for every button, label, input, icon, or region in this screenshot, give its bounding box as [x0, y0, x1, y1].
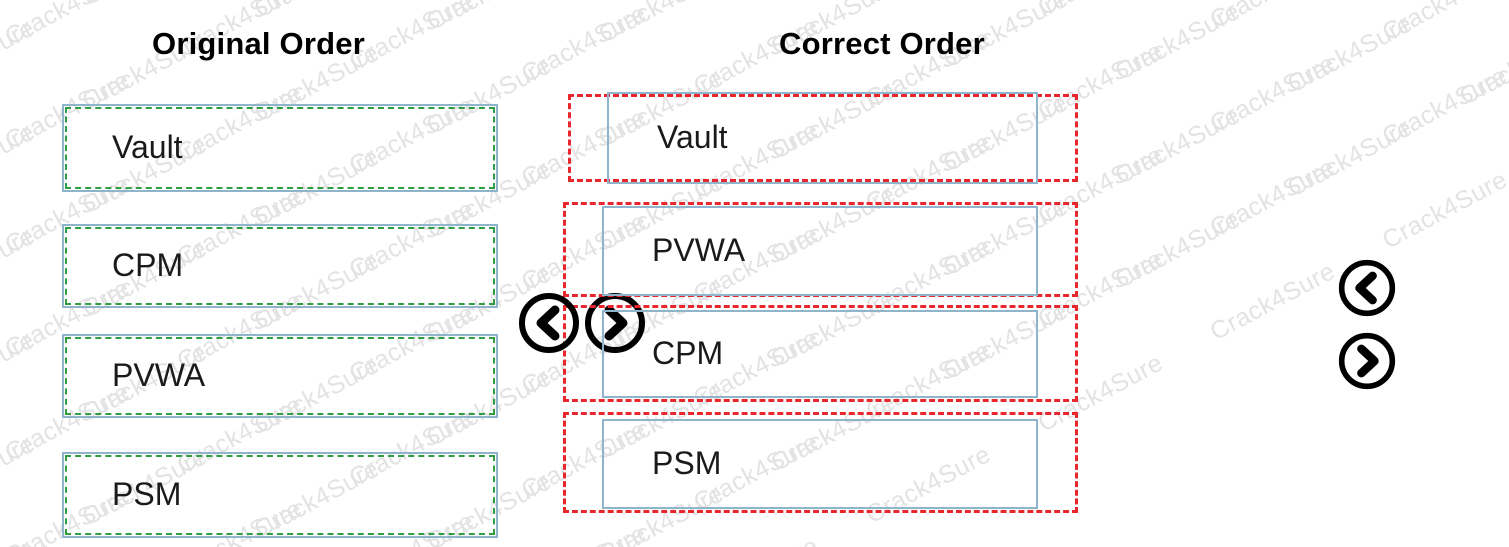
correct-item-label: PSM [652, 444, 722, 481]
original-order-title: Original Order [152, 26, 365, 61]
correct-item-box[interactable]: PSM [602, 419, 1038, 509]
original-item-label: CPM [112, 246, 184, 283]
original-item-label: PSM [112, 475, 182, 512]
move-left-side-button[interactable] [1337, 258, 1397, 318]
move-left-center-button[interactable] [517, 291, 581, 355]
original-item-box[interactable]: PVWA [62, 334, 498, 418]
correct-order-title: Correct Order [779, 26, 985, 61]
correct-item-box[interactable]: Vault [607, 92, 1038, 184]
original-item-box[interactable]: PSM [62, 452, 498, 538]
move-right-side-button[interactable] [1337, 331, 1397, 391]
correct-item-highlight [568, 94, 1078, 182]
original-item-label: PVWA [112, 356, 206, 393]
original-item-box[interactable]: CPM [62, 224, 498, 308]
correct-item-label: Vault [657, 118, 728, 155]
correct-item-highlight [563, 412, 1078, 513]
correct-item-label: PVWA [652, 231, 746, 268]
original-item-box[interactable]: Vault [62, 104, 498, 192]
original-item-label: Vault [112, 128, 183, 165]
correct-item-highlight [563, 305, 1078, 402]
correct-item-box[interactable]: PVWA [602, 206, 1038, 296]
correct-item-box[interactable]: CPM [602, 310, 1038, 398]
correct-item-label: CPM [652, 334, 724, 371]
